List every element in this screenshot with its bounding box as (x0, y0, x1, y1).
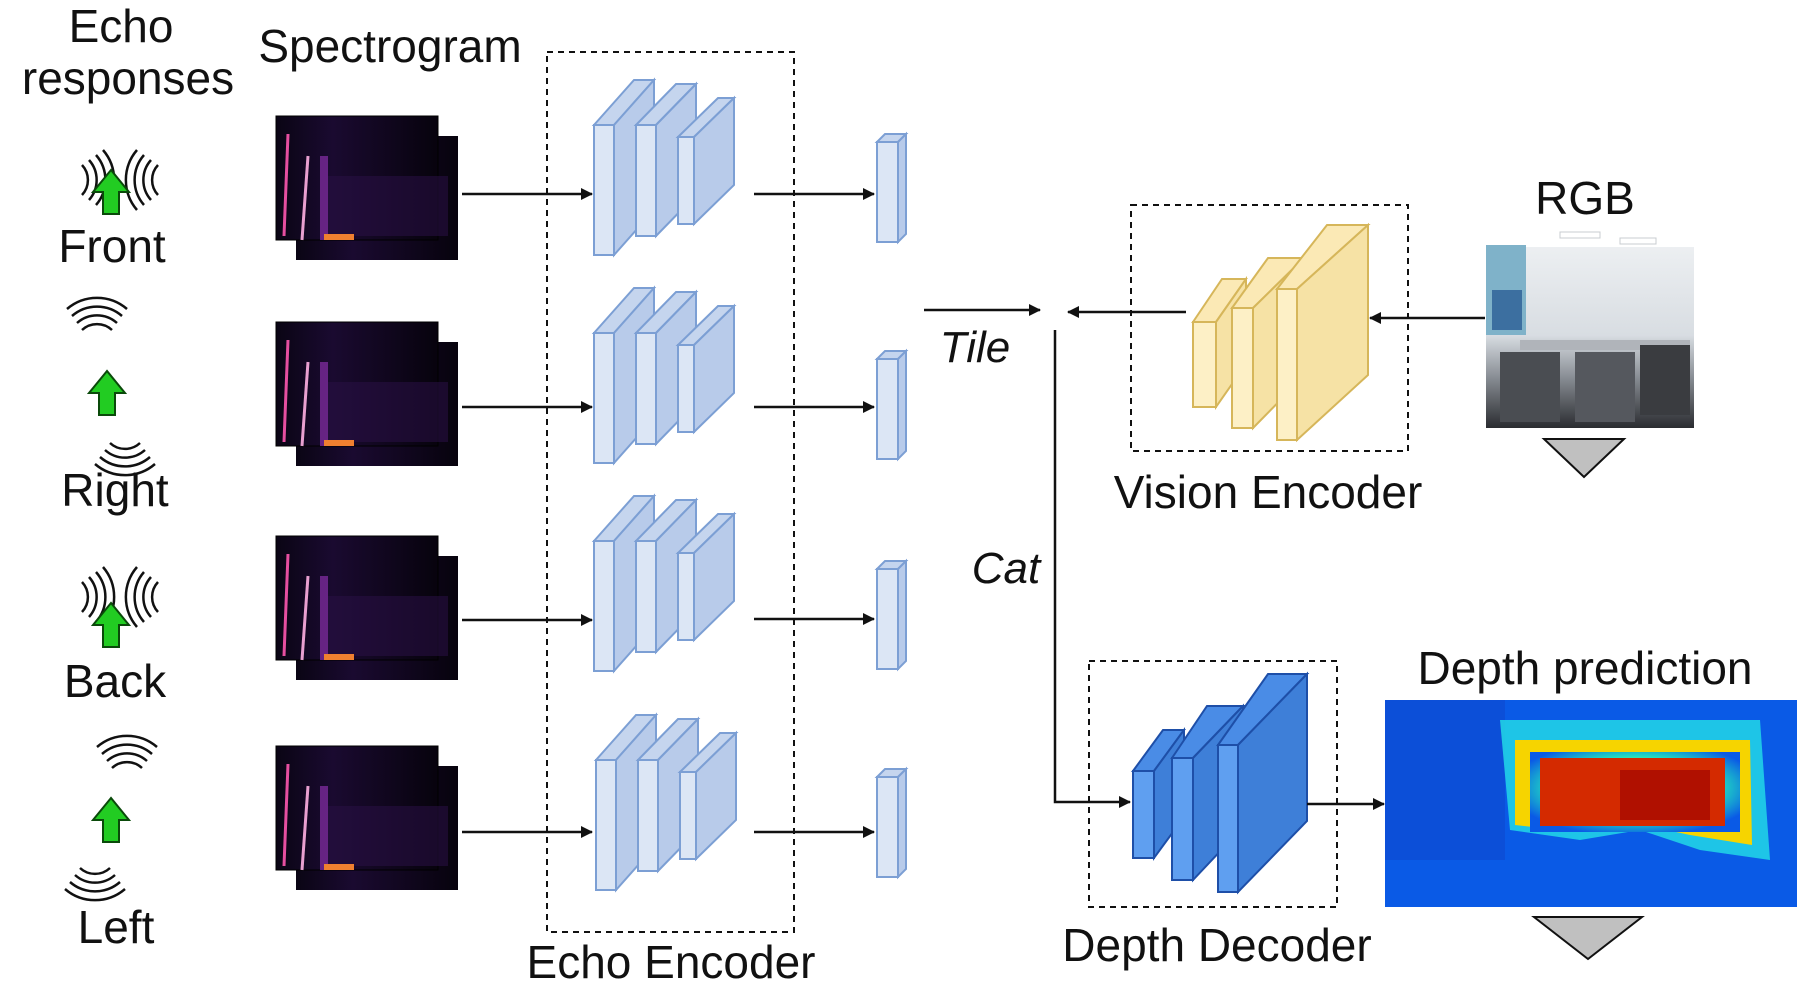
tile-label: Tile (940, 323, 1011, 372)
green-up-arrow-icon (92, 169, 130, 215)
echo-wave-icon (95, 734, 159, 770)
spectrogram-title: Spectrogram (258, 20, 521, 72)
direction-label: Back (64, 655, 167, 707)
green-up-arrow-icon (88, 370, 126, 416)
echo-encoder-block (593, 287, 735, 464)
echo-wave-icon (65, 296, 129, 332)
green-up-arrow-icon (92, 797, 130, 843)
depth-decoder-label: Depth Decoder (1062, 919, 1371, 971)
camera-frustum-icon (1531, 916, 1645, 961)
rgb-label: RGB (1535, 172, 1635, 224)
echo-responses-title-line1: Echo (69, 0, 174, 52)
cat-connector (1053, 330, 1131, 808)
echo-encoder-block (595, 714, 737, 891)
vision-encoder-label: Vision Encoder (1114, 466, 1423, 518)
direction-back: Back (64, 565, 167, 707)
feature-vector (876, 133, 907, 243)
direction-label: Front (58, 220, 166, 272)
echo-wave-icon (124, 148, 160, 212)
spectrogram-image (274, 744, 460, 892)
depth-prediction-image (1385, 700, 1797, 907)
echo-wave-icon (124, 565, 160, 629)
feature-vector (876, 350, 907, 460)
depth-prediction-title: Depth prediction (1418, 642, 1753, 694)
depth-decoder-block (1131, 671, 1310, 895)
echo-encoder-label: Echo Encoder (527, 936, 816, 988)
echo-responses-title-line2: responses (22, 52, 234, 104)
green-up-arrow-icon (92, 602, 130, 648)
spectrogram-image (274, 320, 460, 468)
direction-label: Right (61, 464, 169, 516)
echo-wave-icon (63, 866, 127, 902)
rgb-image (1486, 222, 1694, 428)
spectrogram-image (274, 534, 460, 682)
echo-encoder-block (593, 79, 735, 256)
direction-front: Front (58, 148, 166, 272)
echo-encoder-box (546, 51, 795, 933)
depth-decoder-box (1088, 660, 1338, 908)
direction-label: Left (78, 901, 155, 953)
direction-right: Right (61, 296, 169, 516)
spectrogram-image (274, 114, 460, 262)
feature-vector (876, 560, 907, 670)
vision-encoder-block (1191, 222, 1371, 443)
echo-encoder-block (593, 495, 735, 672)
vision-encoder-box (1130, 204, 1409, 452)
cat-label: Cat (972, 544, 1042, 593)
camera-frustum-icon (1541, 438, 1627, 479)
direction-left: Left (63, 734, 159, 953)
feature-vector (876, 768, 907, 878)
